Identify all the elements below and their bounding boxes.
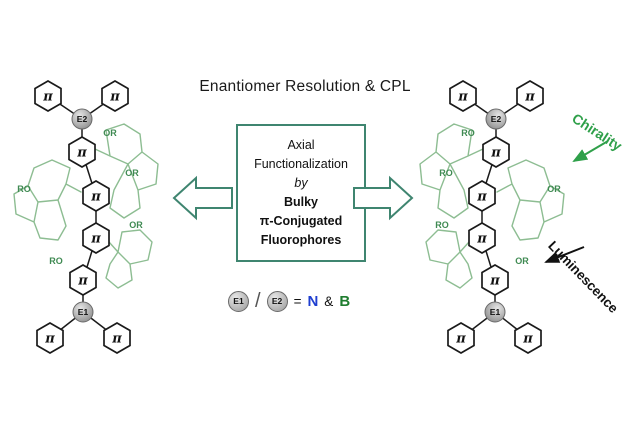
or-substituent-label: OR [125,168,139,178]
chirality-label: Chirality [569,110,625,154]
pi-symbol: π [522,332,533,347]
or-substituent-label: OR [515,256,529,266]
box-line-functionalization: Functionalization [254,157,348,171]
right-molecule-labels: π π π π π π π π E2 E1 RO RO OR RO OR [435,90,561,347]
e2-label: E2 [491,114,502,124]
ro-substituent-label: RO [439,168,453,178]
e1-label: E1 [490,307,501,317]
pi-symbol: π [455,332,466,347]
pi-symbol: π [90,232,101,247]
pi-symbol: π [77,274,88,289]
e1-label: E1 [78,307,89,317]
pi-symbol: π [476,232,487,247]
right-enantiomer-structure: π π π π π π π π E2 E1 RO RO OR RO OR [419,80,565,354]
or-substituent-label: OR [547,184,561,194]
left-enantiomer-structure: π π π π π π π π E2 E1 OR OR RO OR RO [13,80,159,354]
equals-sign: = [293,294,302,309]
axial-functionalization-box: Axial Functionalization by Bulky π-Conju… [236,124,366,262]
box-line-axial: Axial [287,138,315,152]
ro-substituent-label: RO [17,184,31,194]
left-molecule-labels: π π π π π π π π E2 E1 OR OR RO OR RO [17,90,143,347]
ro-substituent-label: RO [49,256,63,266]
left-block-arrow [172,175,233,221]
pi-symbol: π [44,332,55,347]
pi-symbol: π [76,146,87,161]
legend: E1 / E2 = N & B [228,290,350,313]
or-substituent-label: OR [129,220,143,230]
pi-symbol: π [109,90,120,105]
pi-symbol: π [490,146,501,161]
pi-symbol: π [42,90,53,105]
box-line-pi-conjugated: π-Conjugated [259,214,343,228]
nitrogen-symbol: N [307,293,319,310]
box-line-bulky: Bulky [283,195,319,209]
e2-label: E2 [77,114,88,124]
pi-symbol: π [457,90,468,105]
figure-title: Enantiomer Resolution & CPL [199,78,411,95]
e1-badge: E1 [228,291,249,312]
boron-symbol: B [339,293,351,310]
e2-badge: E2 [266,291,288,312]
pi-symbol: π [476,190,487,205]
or-substituent-label: OR [103,128,117,138]
box-line-fluorophores: Fluorophores [260,233,342,247]
ro-substituent-label: RO [461,128,475,138]
ampersand: & [324,294,334,309]
box-line-by: by [294,176,308,190]
pi-symbol: π [111,332,122,347]
pi-symbol: π [524,90,535,105]
slash: / [255,290,261,312]
pi-symbol: π [90,190,101,205]
ro-substituent-label: RO [435,220,449,230]
pi-symbol: π [489,274,500,289]
